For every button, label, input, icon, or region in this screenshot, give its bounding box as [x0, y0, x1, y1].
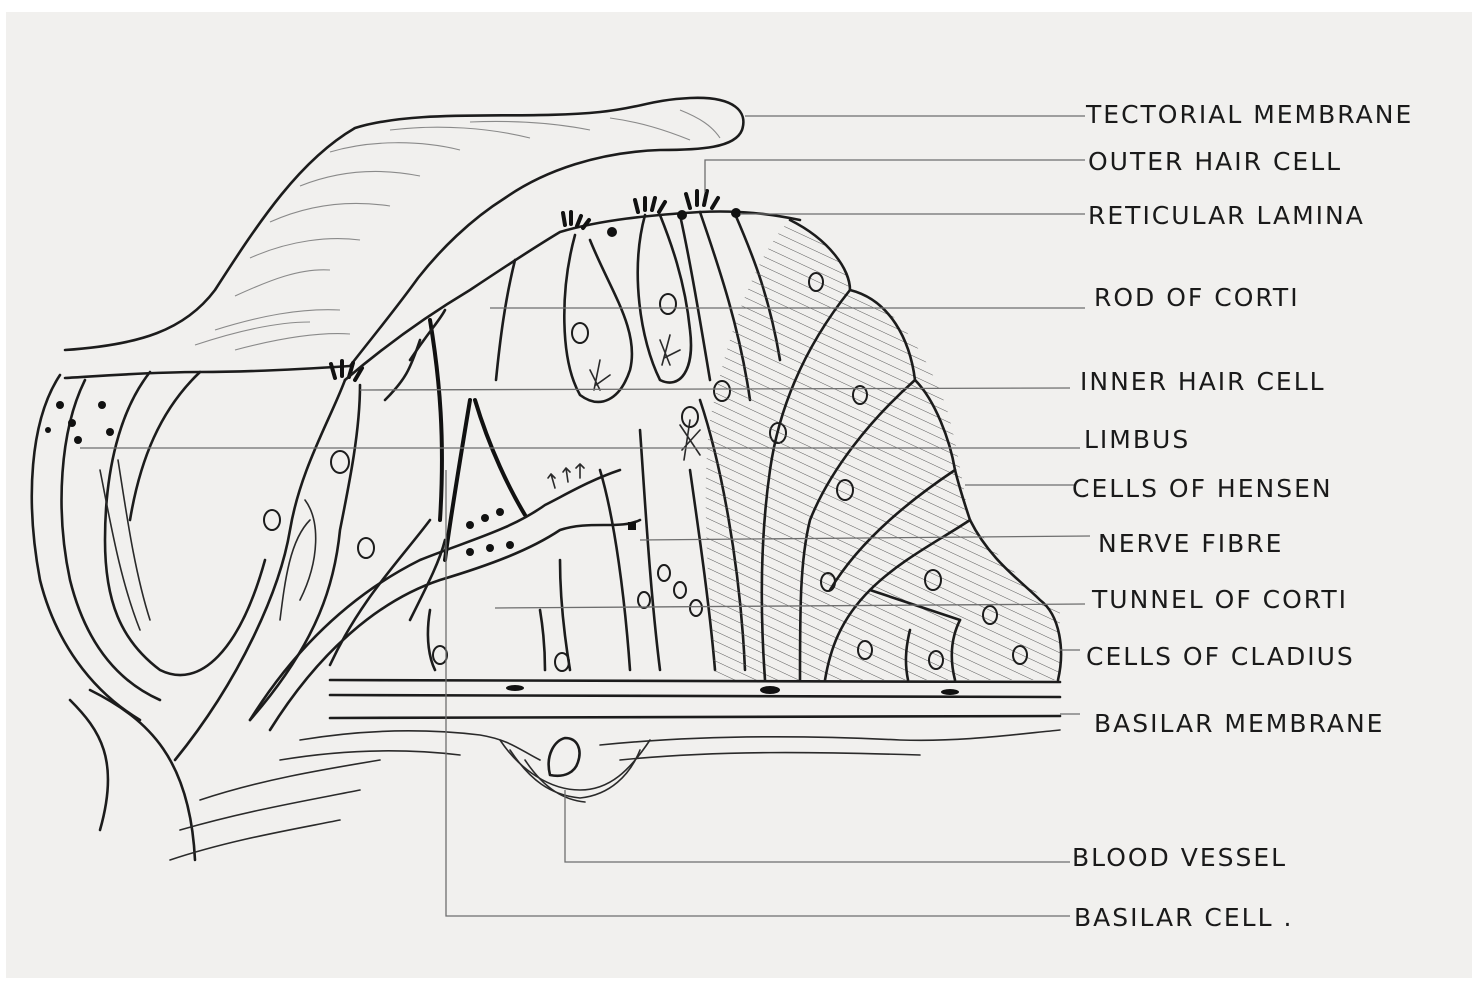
cells-of-hensen — [706, 220, 1061, 680]
label-reticular-lamina: RETICULAR LAMINA — [1088, 201, 1365, 230]
labels: TECTORIAL MEMBRANE OUTER HAIR CELL RETIC… — [1072, 100, 1413, 932]
rods-of-corti — [330, 260, 525, 665]
label-limbus: LIMBUS — [1084, 425, 1190, 454]
supporting-cells — [428, 400, 745, 671]
basilar-membrane — [170, 680, 1060, 860]
tectorial-membrane — [65, 98, 743, 378]
label-rod-of-corti: ROD OF CORTI — [1094, 283, 1300, 312]
label-basilar-cell: BASILAR CELL . — [1074, 903, 1293, 932]
label-basilar-membrane: BASILAR MEMBRANE — [1094, 709, 1384, 738]
label-nerve-fibre: NERVE FIBRE — [1098, 529, 1283, 558]
inner-hair-cell-column — [175, 361, 374, 760]
label-cells-of-cladius: CELLS OF CLADIUS — [1086, 642, 1355, 671]
label-outer-hair-cell: OUTER HAIR CELL — [1088, 147, 1342, 176]
label-tectorial-membrane: TECTORIAL MEMBRANE — [1085, 100, 1413, 129]
limbus — [32, 372, 265, 860]
label-blood-vessel: BLOOD VESSEL — [1072, 843, 1287, 872]
blood-vessel — [549, 738, 580, 776]
label-cells-of-hensen: CELLS OF HENSEN — [1072, 474, 1333, 503]
label-inner-hair-cell: INNER HAIR CELL — [1080, 367, 1326, 396]
label-tunnel-of-corti: TUNNEL OF CORTI — [1091, 585, 1348, 614]
